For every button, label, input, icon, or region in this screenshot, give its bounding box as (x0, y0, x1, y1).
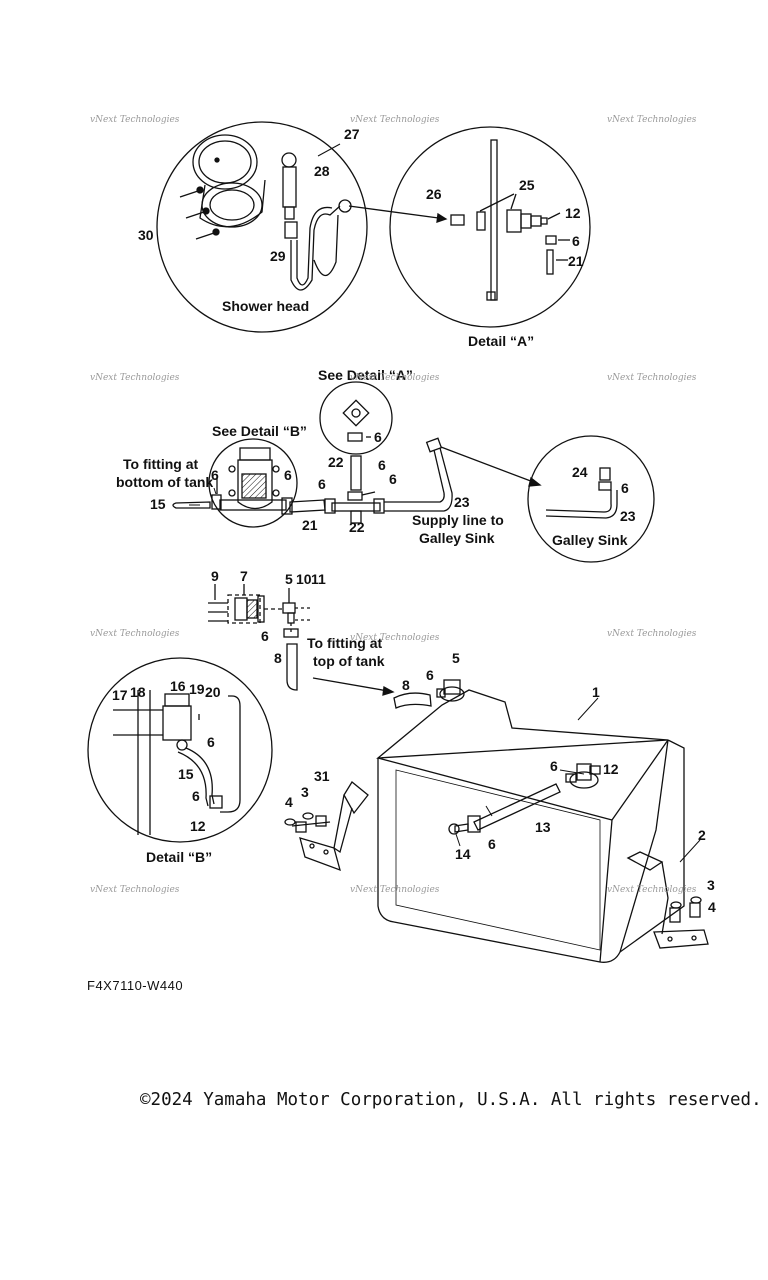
callout-23-a: 23 (454, 494, 470, 510)
callout-6-m: 6 (207, 734, 215, 750)
note-supply-line-1: Supply line to (412, 512, 504, 528)
callout-3-a: 3 (707, 877, 715, 893)
shower-head-28 (281, 152, 297, 220)
watermark: vNext Technologies (90, 629, 180, 639)
caption-shower-head: Shower head (222, 298, 309, 314)
callout-15-b: 15 (178, 766, 194, 782)
callout-1: 1 (592, 684, 600, 700)
callout-7: 7 (240, 568, 248, 584)
note-fitting-bottom-1: To fitting at (123, 456, 198, 472)
caption-see-detail-b: See Detail “B” (212, 423, 307, 439)
callout-6-l: 6 (488, 836, 496, 852)
callout-2: 2 (698, 827, 706, 843)
callout-6-h: 6 (621, 480, 629, 496)
watermark: vNext Technologies (90, 373, 180, 383)
callout-8-b: 8 (402, 677, 410, 693)
callout-22-b: 22 (349, 519, 365, 535)
callout-18: 18 (130, 684, 146, 700)
callout-24: 24 (572, 464, 588, 480)
screws-30 (179, 186, 220, 240)
caption-galley-sink: Galley Sink (552, 532, 628, 548)
water-tank-1 (376, 679, 709, 963)
callout-5-b: 5 (452, 650, 460, 666)
caption-see-detail-a: See Detail “A” (318, 367, 413, 383)
piping-row (172, 381, 453, 528)
leader-lines (189, 143, 701, 863)
bracket-31 (284, 781, 369, 872)
callout-9: 9 (211, 568, 219, 584)
galley-sink-detail (527, 435, 655, 563)
callout-12-a: 12 (565, 205, 581, 221)
callout-6-n: 6 (192, 788, 200, 804)
callout-12-b: 12 (603, 761, 619, 777)
caption-detail-b: Detail “B” (146, 849, 212, 865)
caption-detail-a: Detail “A” (468, 333, 534, 349)
copyright-notice: ©2024 Yamaha Motor Corporation, U.S.A. A… (140, 1090, 762, 1110)
callout-11: 11 (311, 571, 326, 587)
shower-head-detail (156, 121, 368, 333)
callout-21-a: 21 (568, 253, 584, 269)
callout-6-a: 6 (572, 233, 580, 249)
callout-6-k: 6 (550, 758, 558, 774)
callout-30: 30 (138, 227, 154, 243)
callout-12-c: 12 (190, 818, 206, 834)
callout-8-a: 8 (274, 650, 282, 666)
callout-17: 17 (112, 687, 128, 703)
watermark: vNext Technologies (607, 885, 697, 895)
callout-6-d: 6 (389, 471, 397, 487)
callout-5-a: 5 (285, 571, 293, 587)
shower-hose-29 (284, 199, 352, 291)
callout-23-b: 23 (620, 508, 636, 524)
watermark: vNext Technologies (607, 373, 697, 383)
callout-6-e: 6 (211, 467, 219, 483)
watermarks: vNext Technologies vNext Technologies vN… (90, 115, 697, 895)
callout-6-c: 6 (378, 457, 386, 473)
callout-21-b: 21 (302, 517, 318, 533)
watermark: vNext Technologies (350, 115, 440, 125)
callout-13: 13 (535, 819, 551, 835)
callout-25: 25 (519, 177, 535, 193)
detail-a-circle (389, 126, 591, 328)
shower-hatch (192, 134, 266, 228)
callout-10: 10 (296, 571, 312, 587)
callout-27: 27 (344, 126, 360, 142)
watermark: vNext Technologies (350, 885, 440, 895)
callout-4-b: 4 (285, 794, 293, 810)
callout-6-b: 6 (374, 429, 382, 445)
note-fitting-top-2: top of tank (313, 653, 385, 669)
note-fitting-bottom-2: bottom of tank (116, 474, 213, 490)
detail-b-circle (87, 657, 273, 843)
watermark: vNext Technologies (350, 633, 440, 643)
figure-code: F4X7110-W440 (87, 978, 184, 993)
note-supply-line-2: Galley Sink (419, 530, 495, 546)
callout-31: 31 (314, 768, 330, 784)
callout-28: 28 (314, 163, 330, 179)
callout-16: 16 (170, 678, 186, 694)
callout-6-j: 6 (426, 667, 434, 683)
callout-29: 29 (270, 248, 286, 264)
callout-15-a: 15 (150, 496, 166, 512)
callout-22-a: 22 (328, 454, 344, 470)
callout-3-b: 3 (301, 784, 309, 800)
pump-assembly (208, 584, 310, 691)
watermark: vNext Technologies (607, 115, 697, 125)
callout-26: 26 (426, 186, 442, 202)
note-fitting-top-1: To fitting at (307, 635, 382, 651)
callout-14: 14 (455, 846, 471, 862)
callout-6-f: 6 (284, 467, 292, 483)
callout-20: 20 (205, 684, 221, 700)
watermark: vNext Technologies (90, 885, 180, 895)
callout-19: 19 (189, 681, 205, 697)
callout-4-a: 4 (708, 899, 716, 915)
callout-numbers: 27 28 30 29 26 25 12 6 21 6 22 6 6 6 6 6… (112, 126, 716, 915)
watermark: vNext Technologies (90, 115, 180, 125)
callout-6-g: 6 (318, 476, 326, 492)
callout-6-i: 6 (261, 628, 269, 644)
watermark: vNext Technologies (607, 629, 697, 639)
watermark: vNext Technologies (350, 373, 440, 383)
